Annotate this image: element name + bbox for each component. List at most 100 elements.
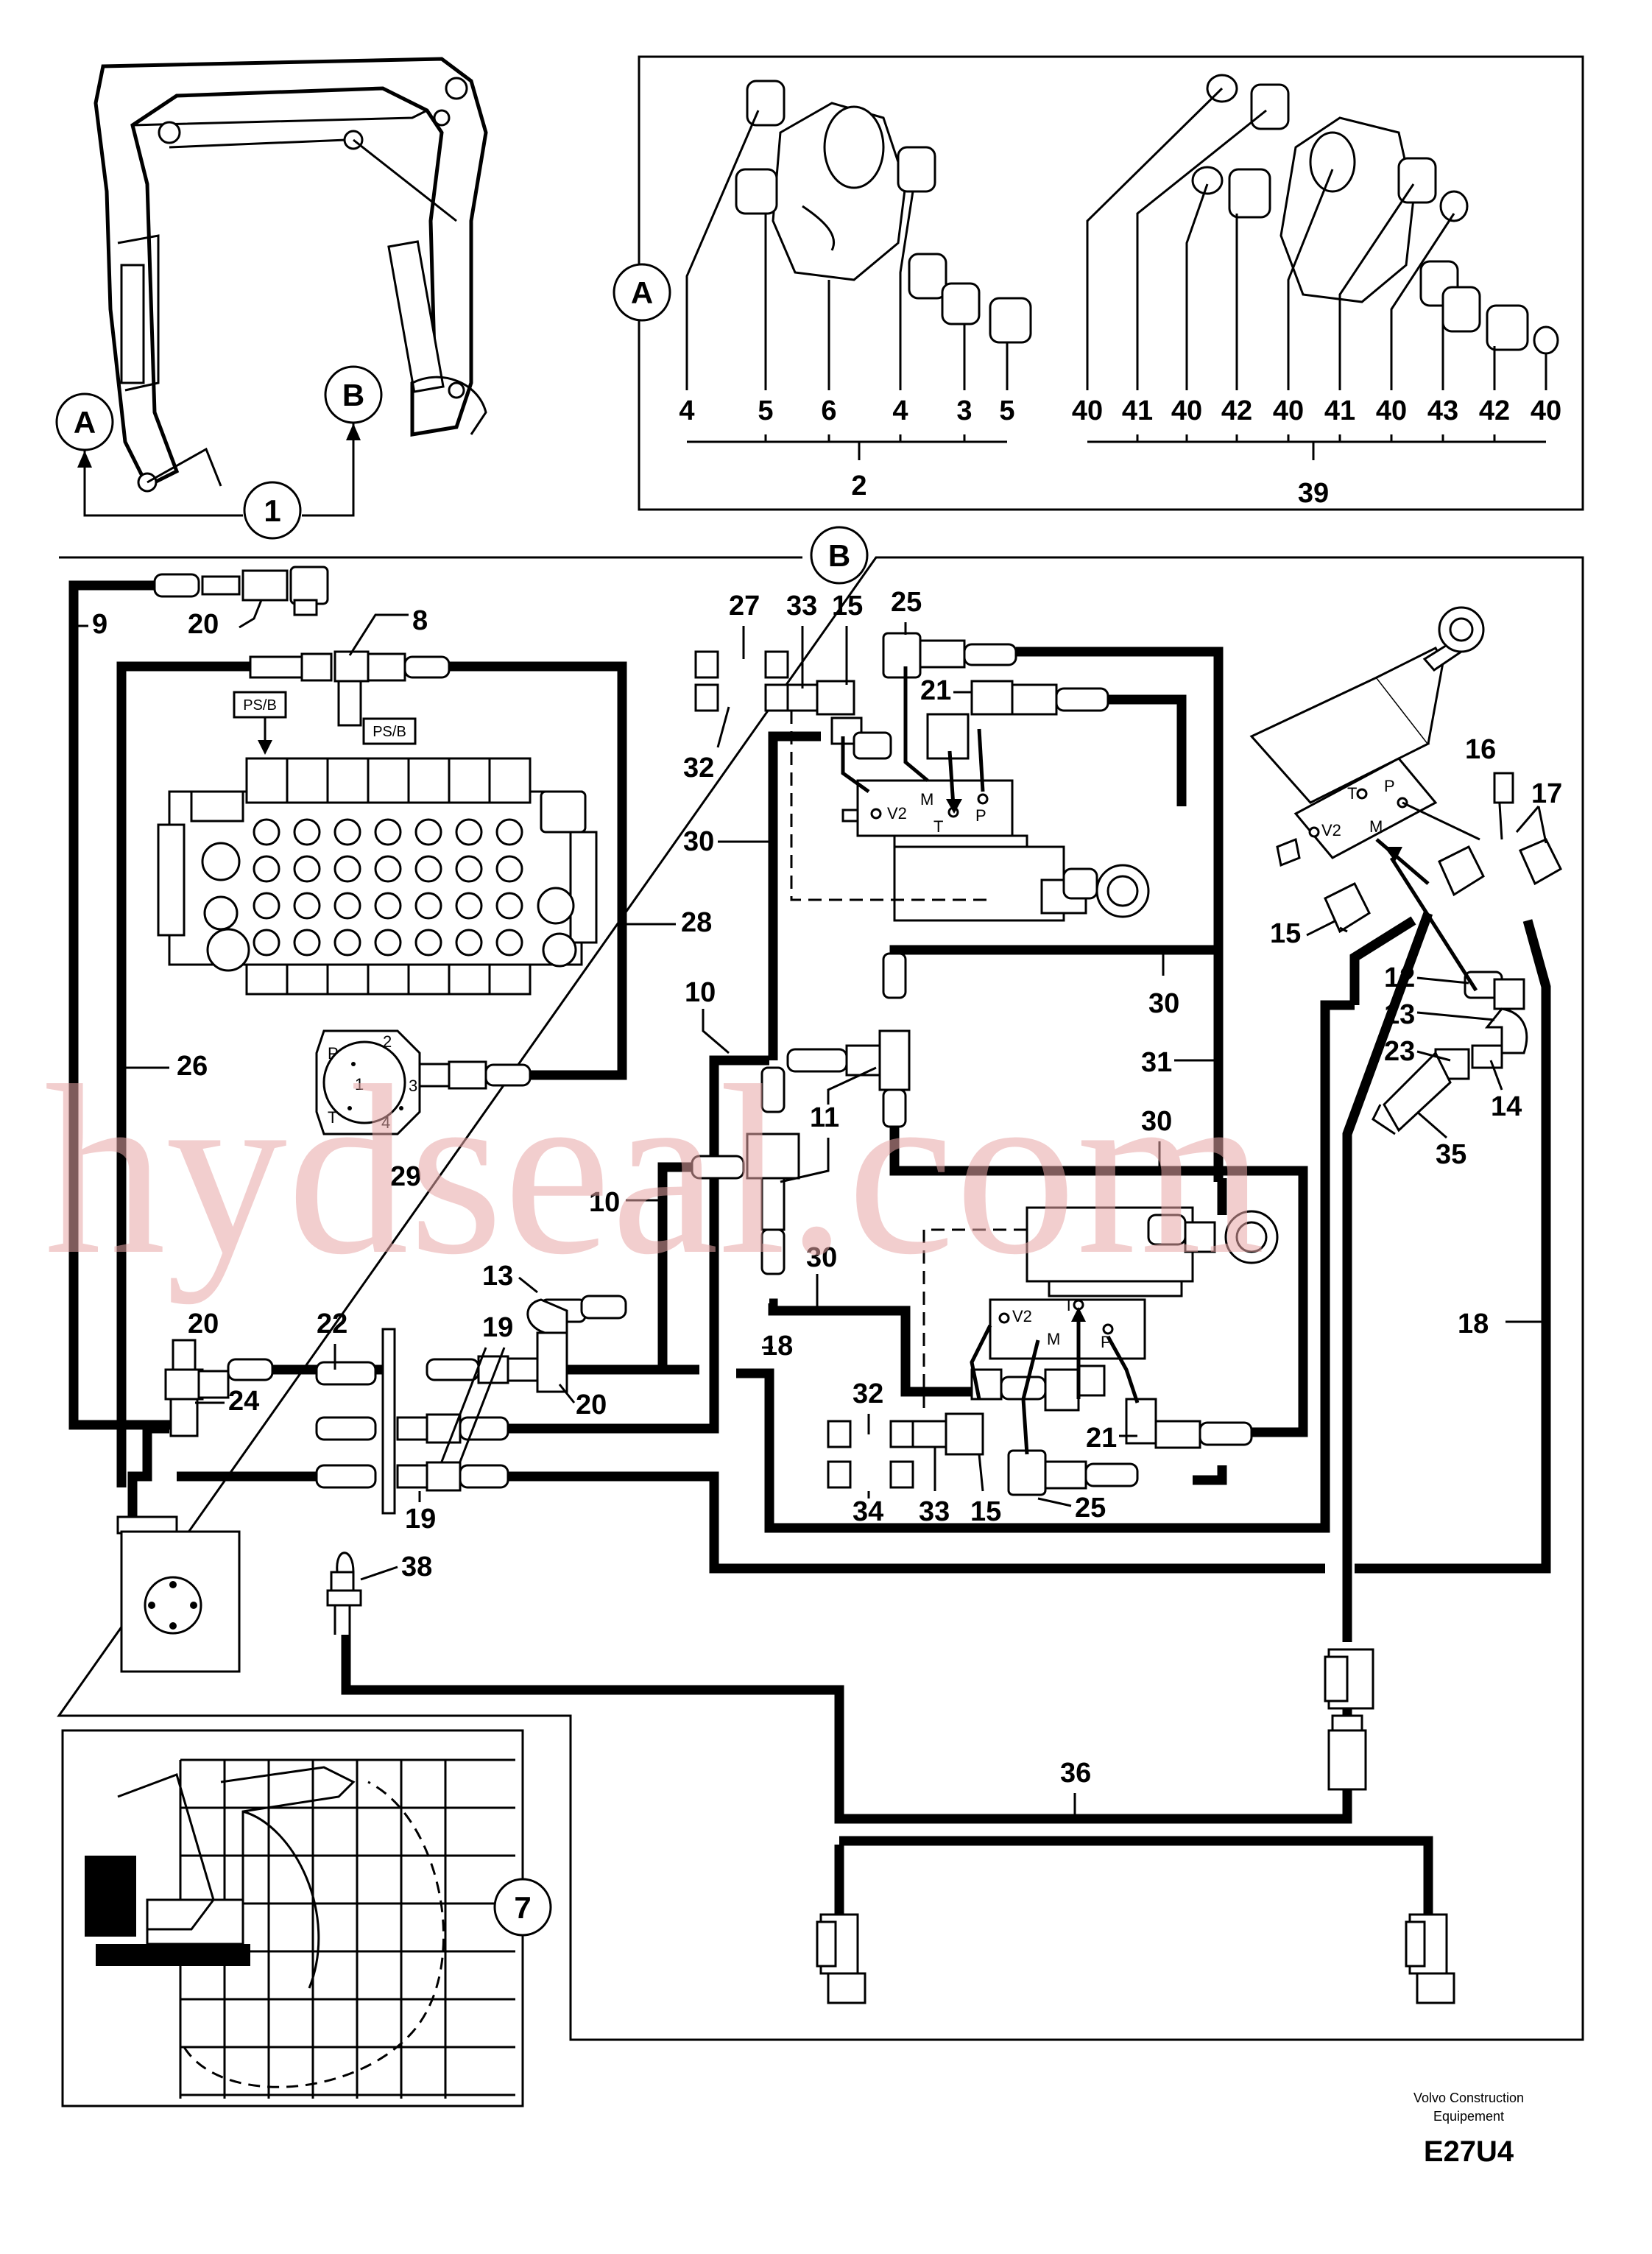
valve-port bbox=[293, 892, 321, 920]
port-label: P bbox=[1384, 777, 1395, 795]
valve-port bbox=[293, 855, 321, 883]
callout-A-label: A bbox=[74, 405, 96, 440]
company-name-2: Equipement bbox=[1433, 2109, 1504, 2124]
label-19: 19 bbox=[482, 1312, 513, 1343]
valve-port bbox=[333, 818, 361, 846]
company-name: Volvo Construction bbox=[1413, 2091, 1524, 2105]
label-13: 13 bbox=[482, 1261, 513, 1292]
callout-B-label: B bbox=[828, 538, 850, 573]
label-25: 25 bbox=[891, 587, 922, 618]
label-38: 38 bbox=[401, 1552, 432, 1582]
part-label: 40 bbox=[1072, 395, 1103, 426]
hoses bbox=[68, 580, 1551, 1915]
label-20: 20 bbox=[188, 1309, 219, 1339]
label-21: 21 bbox=[920, 675, 951, 706]
part-label: 40 bbox=[1171, 395, 1202, 426]
shuttle-valve-lower: V2 M T P bbox=[922, 1206, 1279, 1455]
port-label: 3 bbox=[409, 1077, 417, 1095]
label-35: 35 bbox=[1436, 1139, 1466, 1170]
label-32: 32 bbox=[853, 1378, 883, 1409]
group-label: 2 bbox=[851, 471, 866, 501]
part-label: 3 bbox=[956, 395, 972, 426]
right-cylinder: V2 M T P bbox=[1249, 606, 1562, 992]
label-24: 24 bbox=[228, 1386, 259, 1417]
valve-port bbox=[333, 929, 361, 957]
valve-port bbox=[414, 855, 442, 883]
control-valve bbox=[157, 757, 598, 996]
label-33: 33 bbox=[919, 1496, 950, 1527]
port-label: T bbox=[1347, 784, 1357, 803]
valve-port bbox=[253, 855, 280, 883]
label-15: 15 bbox=[970, 1496, 1001, 1527]
pilot-valve-29: 2 1 3 4 P T bbox=[315, 1029, 421, 1135]
callout-1: 1 bbox=[243, 481, 302, 540]
valve-port bbox=[495, 818, 523, 846]
label-10: 10 bbox=[589, 1187, 620, 1218]
port-label: 1 bbox=[355, 1075, 364, 1093]
callout-B-label: B bbox=[342, 378, 364, 412]
label-11: 11 bbox=[810, 1102, 839, 1133]
electrical-connectors bbox=[816, 1648, 1455, 2004]
part-label: 41 bbox=[1324, 395, 1355, 426]
footer: Volvo Construction Equipement E27U4 bbox=[1413, 2091, 1524, 2168]
valve-ports bbox=[253, 818, 523, 957]
fittings: PS/B PS/B bbox=[153, 566, 1528, 1515]
valve-sections bbox=[245, 757, 532, 996]
part-labels: 9 20 8 27 33 15 25 21 32 30 28 26 29 10 … bbox=[74, 587, 1562, 1819]
main-frame: B bbox=[57, 526, 1584, 2041]
valve-port bbox=[455, 818, 483, 846]
valve-port bbox=[374, 818, 402, 846]
callout-B-left: B bbox=[302, 365, 383, 517]
label-32: 32 bbox=[683, 753, 714, 783]
valve-port bbox=[253, 892, 280, 920]
valve-port bbox=[495, 855, 523, 883]
valve-port bbox=[293, 929, 321, 957]
label-18: 18 bbox=[762, 1331, 793, 1362]
bushings-box: A 4 5 6 4 3 bbox=[613, 55, 1584, 511]
port-label: M bbox=[920, 790, 933, 809]
valve-port bbox=[374, 855, 402, 883]
part-label: 40 bbox=[1531, 395, 1561, 426]
callout-A-left: A bbox=[55, 392, 243, 517]
valve-port bbox=[253, 929, 280, 957]
tank bbox=[116, 1515, 241, 1673]
label-30: 30 bbox=[806, 1242, 837, 1273]
psb-label: PS/B bbox=[373, 724, 406, 740]
group-label: 39 bbox=[1298, 478, 1329, 509]
valve-port bbox=[374, 892, 402, 920]
valve-port bbox=[455, 855, 483, 883]
port-label: P bbox=[328, 1044, 339, 1063]
label-23: 23 bbox=[1384, 1036, 1415, 1067]
port-label: 4 bbox=[381, 1113, 390, 1132]
part-label: 40 bbox=[1376, 395, 1407, 426]
label-17: 17 bbox=[1531, 778, 1562, 809]
label-10: 10 bbox=[685, 977, 716, 1008]
port-label: T bbox=[328, 1108, 337, 1127]
part-label: 40 bbox=[1273, 395, 1304, 426]
part-label: 42 bbox=[1479, 395, 1510, 426]
label-34: 34 bbox=[853, 1496, 883, 1527]
label-30: 30 bbox=[683, 826, 714, 857]
part-label: 4 bbox=[892, 395, 908, 426]
label-9: 9 bbox=[92, 609, 107, 640]
label-12: 12 bbox=[1384, 962, 1415, 993]
valve-port bbox=[333, 855, 361, 883]
label-36: 36 bbox=[1060, 1758, 1091, 1789]
valve-port bbox=[374, 929, 402, 957]
port-label: 2 bbox=[383, 1032, 392, 1051]
label-28: 28 bbox=[681, 907, 712, 938]
part-label: 5 bbox=[999, 395, 1014, 426]
label-15: 15 bbox=[1270, 918, 1301, 949]
callout-1-label: 1 bbox=[264, 493, 280, 528]
valve-port bbox=[414, 929, 442, 957]
valve-port bbox=[455, 929, 483, 957]
valve-port bbox=[455, 892, 483, 920]
label-25: 25 bbox=[1075, 1493, 1106, 1524]
callout-A-label: A bbox=[631, 275, 653, 310]
label-16: 16 bbox=[1465, 734, 1496, 765]
valve-port bbox=[414, 818, 442, 846]
valve-port bbox=[414, 892, 442, 920]
label-21: 21 bbox=[1086, 1423, 1117, 1454]
part-label: 41 bbox=[1122, 395, 1153, 426]
label-30: 30 bbox=[1148, 988, 1179, 1019]
